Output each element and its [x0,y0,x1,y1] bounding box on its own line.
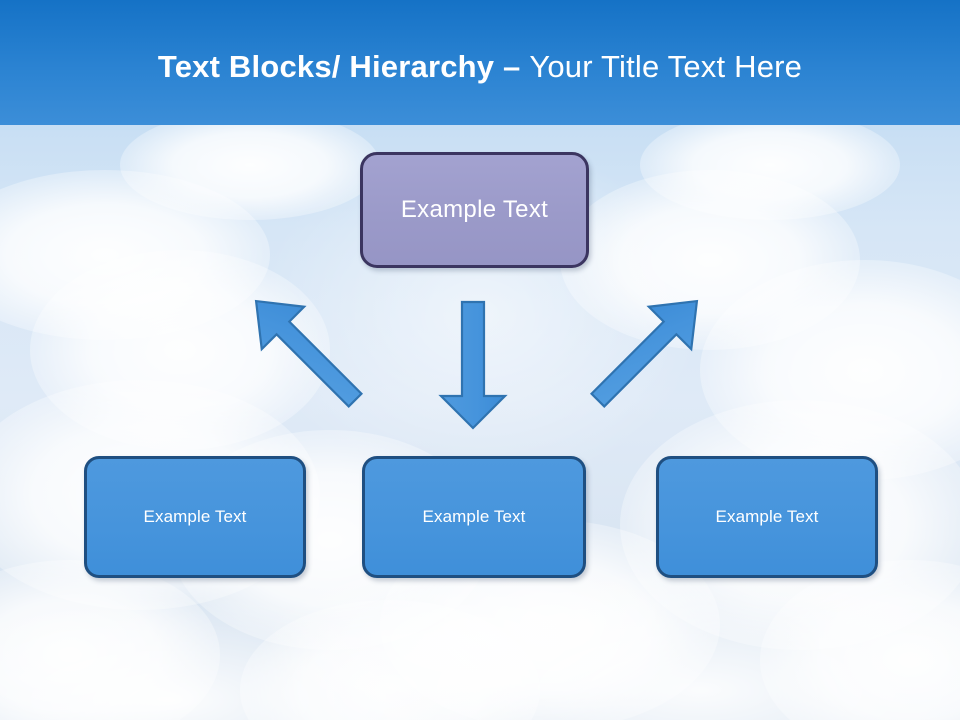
hierarchy-leaf-node-1[interactable]: Example Text [84,456,306,578]
title-band [0,0,960,125]
title-dash: – [503,49,530,84]
hierarchy-leaf-node-2-label: Example Text [422,507,526,526]
title-regular-part: Your Title Text Here [529,49,803,84]
hierarchy-top-node-label: Example Text [400,196,549,223]
hierarchy-leaf-node-1-label: Example Text [143,507,247,526]
hierarchy-top-node[interactable]: Example Text [360,152,589,268]
hierarchy-leaf-node-3[interactable]: Example Text [656,456,878,578]
hierarchy-leaf-node-3-label: Example Text [715,507,819,526]
title-bold-part: Text Blocks/ Hierarchy [157,49,504,84]
hierarchy-leaf-node-2[interactable]: Example Text [362,456,586,578]
page-title: Text Blocks/ Hierarchy – Your Title Text… [0,48,960,86]
